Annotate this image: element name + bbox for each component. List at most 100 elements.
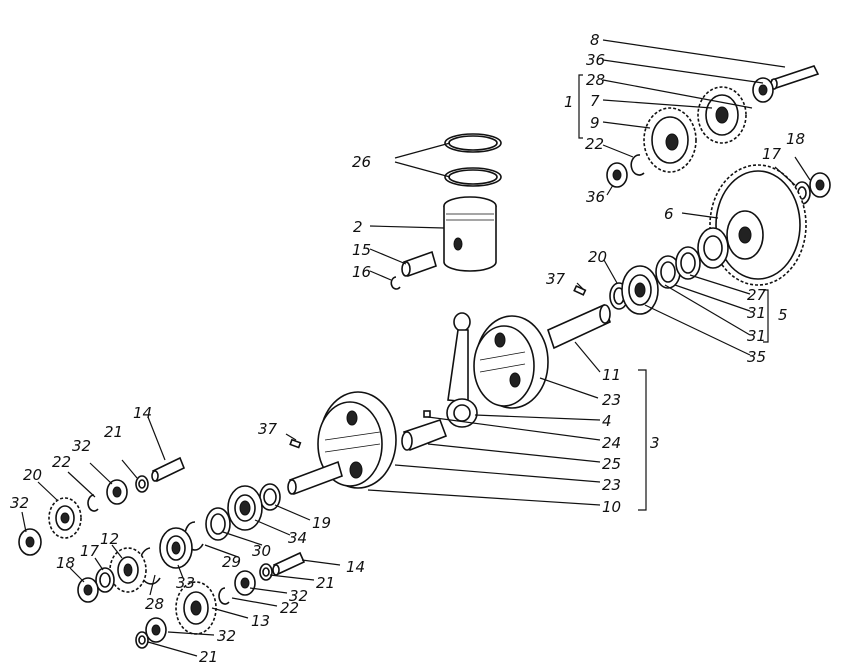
connecting-rod-4 bbox=[446, 312, 478, 428]
label-26: 26 bbox=[352, 153, 371, 171]
gear-12 bbox=[109, 547, 147, 593]
label-15: 15 bbox=[352, 241, 371, 259]
label-4: 4 bbox=[602, 412, 612, 430]
bearing-33 bbox=[159, 527, 193, 569]
label-33: 33 bbox=[176, 574, 195, 592]
bearing-32-bottom bbox=[234, 570, 256, 596]
crank-flywheel-23-right bbox=[473, 315, 549, 409]
washers-31 bbox=[655, 246, 701, 289]
label-31-a: 31 bbox=[747, 304, 766, 322]
circlip-22-bottom bbox=[218, 587, 230, 605]
label-18-top: 18 bbox=[786, 130, 805, 148]
label-20-right: 20 bbox=[588, 248, 607, 266]
circlip-22-left bbox=[87, 494, 99, 512]
label-35: 35 bbox=[747, 348, 766, 366]
key-37-bottom bbox=[289, 438, 302, 449]
label-20-left: 20 bbox=[23, 466, 42, 484]
label-37-bottom: 37 bbox=[258, 420, 278, 438]
label-14-left: 14 bbox=[133, 404, 152, 422]
bearing-36-bottom bbox=[606, 162, 628, 188]
piston-rings-26 bbox=[444, 133, 502, 187]
washer-30 bbox=[205, 507, 231, 541]
gear-20-left bbox=[48, 497, 82, 539]
label-23-right: 23 bbox=[602, 391, 621, 409]
label-32-bottom: 32 bbox=[289, 587, 308, 605]
label-24: 24 bbox=[602, 434, 621, 452]
piston-pin-15 bbox=[401, 250, 437, 278]
label-11: 11 bbox=[602, 366, 621, 384]
bearing-32-left-top bbox=[106, 479, 128, 505]
washer-21-bottom bbox=[259, 563, 273, 581]
gear-9 bbox=[643, 107, 697, 173]
label-37-top: 37 bbox=[546, 270, 566, 288]
key-37-top bbox=[573, 285, 587, 296]
label-7: 7 bbox=[590, 92, 600, 110]
label-1: 1 bbox=[564, 93, 574, 111]
label-9: 9 bbox=[590, 114, 600, 132]
part-labels: 8 36 28 1 7 9 22 36 18 17 6 26 2 15 16 2… bbox=[10, 31, 805, 666]
label-19: 19 bbox=[312, 514, 331, 532]
label-32-left-top: 32 bbox=[72, 437, 91, 455]
label-25: 25 bbox=[602, 455, 621, 473]
washer-21-left bbox=[135, 475, 149, 493]
crank-pin-25 bbox=[401, 418, 448, 452]
label-29: 29 bbox=[222, 553, 241, 571]
label-3: 3 bbox=[650, 434, 660, 452]
label-32-far-left: 32 bbox=[10, 494, 29, 512]
label-17-left: 17 bbox=[80, 542, 100, 560]
label-32-lowest: 32 bbox=[217, 627, 236, 645]
label-12: 12 bbox=[100, 530, 119, 548]
label-21-bottom: 21 bbox=[316, 574, 335, 592]
label-5: 5 bbox=[778, 306, 788, 324]
washer-17-left bbox=[95, 567, 115, 593]
label-27: 27 bbox=[747, 286, 767, 304]
gear-13 bbox=[175, 581, 217, 635]
collar-27 bbox=[697, 227, 729, 269]
pin-14-left bbox=[151, 456, 186, 483]
label-6: 6 bbox=[664, 205, 674, 223]
label-21-left: 21 bbox=[104, 423, 123, 441]
label-22-top: 22 bbox=[585, 135, 604, 153]
label-13: 13 bbox=[251, 612, 270, 630]
label-22-left: 22 bbox=[52, 453, 71, 471]
piston-2 bbox=[443, 196, 497, 272]
label-22-bottom: 22 bbox=[280, 599, 299, 617]
circlip-22-top bbox=[630, 154, 645, 176]
label-14-bottom: 14 bbox=[346, 558, 365, 576]
bearing-35 bbox=[621, 265, 659, 315]
bearing-18-top bbox=[809, 172, 831, 198]
label-28-top: 28 bbox=[586, 71, 605, 89]
bearing-34 bbox=[227, 485, 263, 531]
label-36-bottom: 36 bbox=[586, 188, 605, 206]
label-21-lowest: 21 bbox=[199, 648, 218, 666]
bearing-32-far-left bbox=[18, 528, 42, 556]
ring-19 bbox=[259, 483, 281, 511]
gear-7 bbox=[697, 86, 747, 144]
label-18-left: 18 bbox=[56, 554, 75, 572]
pin-14-bottom bbox=[272, 551, 306, 576]
label-28-bottom: 28 bbox=[145, 595, 164, 613]
clip-16 bbox=[390, 276, 401, 290]
washer-21-lowest bbox=[135, 631, 149, 649]
shaft-10 bbox=[287, 460, 343, 496]
label-16: 16 bbox=[352, 263, 371, 281]
label-8: 8 bbox=[590, 31, 600, 49]
roller-24 bbox=[423, 410, 431, 418]
leader-lines bbox=[21, 39, 811, 657]
label-2: 2 bbox=[353, 218, 363, 236]
label-23-left: 23 bbox=[602, 476, 621, 494]
shaft-pin-8 bbox=[770, 65, 820, 90]
bearing-36-top bbox=[752, 77, 774, 103]
label-30: 30 bbox=[252, 542, 271, 560]
bearing-32-lowest bbox=[145, 617, 167, 643]
label-31-b: 31 bbox=[747, 327, 766, 345]
label-34: 34 bbox=[288, 529, 307, 547]
label-36-top: 36 bbox=[586, 51, 605, 69]
splined-shaft-11 bbox=[547, 303, 611, 350]
label-17-top: 17 bbox=[762, 145, 782, 163]
label-10: 10 bbox=[602, 498, 621, 516]
gear-6-large bbox=[709, 164, 807, 286]
bearing-18-left bbox=[77, 577, 99, 603]
